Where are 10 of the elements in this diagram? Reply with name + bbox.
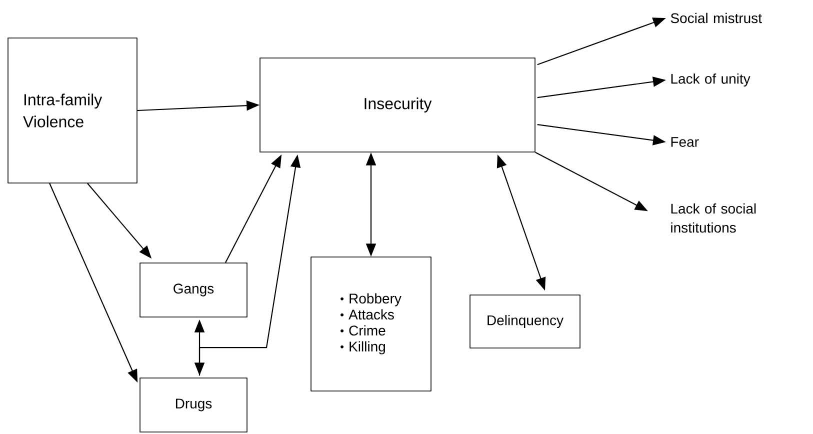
process-box: Delinquency [470, 294, 580, 348]
process-box: Insecurity [260, 58, 536, 152]
list-box: Robbery Attacks Crime Killing [310, 256, 432, 392]
process-box: Gangs [140, 262, 248, 318]
outcome-label: Lack of social institutions [671, 203, 756, 233]
outcome-label: Social mistrust [670, 12, 762, 24]
outcome-label: Fear [671, 137, 699, 147]
process-box: Drugs [140, 378, 248, 432]
outcome-label: Lack of unity [671, 73, 750, 87]
process-box: Intra-family Violence [8, 38, 138, 184]
